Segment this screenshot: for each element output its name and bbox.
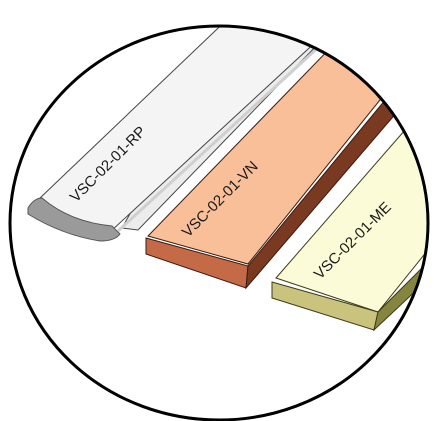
part-rp-bar: VSC-02-01-RP (27, 26, 324, 242)
part-vn-bar: VSC-02-01-VN (145, 39, 405, 290)
part-rp-front-edge (27, 197, 121, 242)
frame-circle (8, 24, 430, 421)
part-me-top-face (275, 129, 428, 313)
